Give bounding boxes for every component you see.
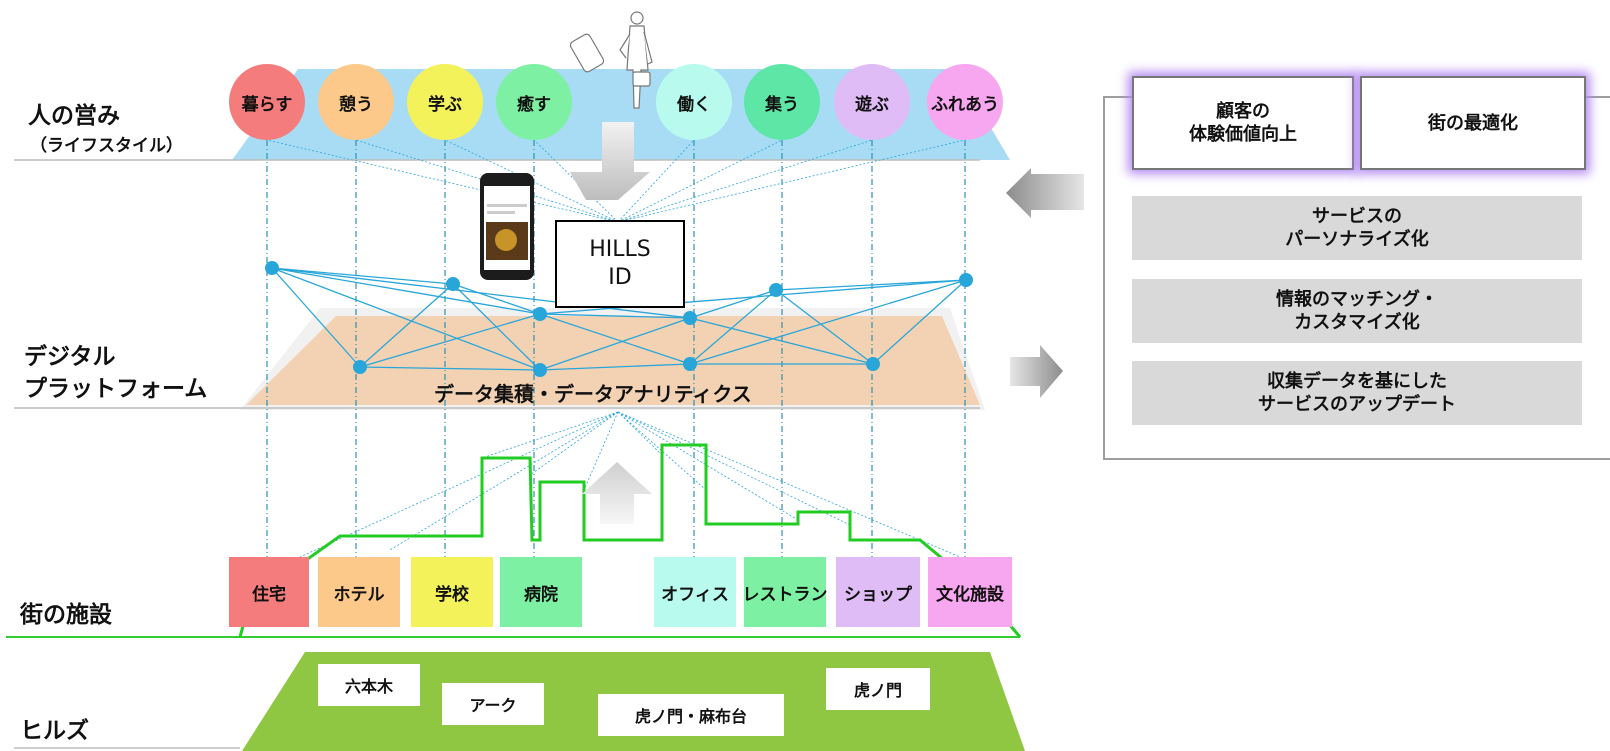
network-edge-6 (271, 267, 361, 368)
network-node-3 (533, 307, 547, 321)
fan-line-top-8 (617, 139, 966, 223)
city-skyline (238, 443, 1022, 638)
network-edge-3 (539, 313, 691, 319)
activity-bubble-5: 働く (656, 64, 732, 140)
platform-band (246, 316, 980, 405)
network-node-4 (683, 311, 697, 325)
network-node-9 (683, 357, 697, 371)
network-node-1 (265, 261, 279, 275)
network-edge-11 (359, 313, 541, 368)
fan-line-top-4 (533, 139, 619, 223)
arrow-left (1006, 168, 1084, 218)
hills-id-line2: ID (608, 265, 632, 290)
network-edge-2 (452, 283, 541, 315)
activity-bubble-1: 暮らす (229, 64, 305, 140)
network-edge-13 (539, 317, 691, 371)
facilities-layer-title: 街の施設 (20, 602, 112, 628)
activity-bubble-3: 学ぶ (407, 64, 483, 140)
network-node-6 (959, 273, 973, 287)
network-edge-20 (539, 363, 691, 371)
fan-line-top-5 (617, 139, 695, 223)
facility-box-6: レストラン (743, 557, 828, 627)
facility-box-5: オフィス (654, 557, 736, 627)
network-node-2 (446, 277, 460, 291)
smartphone-icon (480, 173, 534, 280)
facility-box-1: 住宅 (229, 557, 309, 627)
fan-line-bottom-2 (389, 411, 619, 551)
fan-line-top-6 (617, 139, 783, 223)
fan-line-bottom-6 (617, 411, 663, 456)
goal-customer-experience: 顧客の 体験価値向上 (1132, 76, 1354, 170)
network-edge-8 (271, 267, 541, 315)
person-with-phone-icon (569, 11, 653, 109)
arrow-right (1010, 345, 1063, 398)
facility-box-7: ショップ (836, 557, 920, 627)
network-edge-19 (359, 366, 541, 371)
facility-box-4: 病院 (500, 557, 582, 627)
network-edge-17 (689, 279, 967, 365)
network-node-5 (769, 283, 783, 297)
activity-bubble-4: 癒す (496, 64, 572, 140)
fan-line-top-7 (617, 139, 873, 223)
activity-bubble-6: 集う (744, 64, 820, 140)
effect-service-update: 収集データを基にした サービスのアップデート (1132, 361, 1582, 425)
hills-area-ark: アーク (442, 683, 544, 725)
facility-box-8: 文化施設 (928, 557, 1012, 627)
goal-city-optimization: 街の最適化 (1360, 76, 1586, 170)
network-node-7 (353, 360, 367, 374)
network-edge-16 (775, 289, 874, 365)
hills-layer-title: ヒルズ (20, 718, 89, 744)
network-edge-7 (271, 267, 541, 371)
down-arrow (570, 122, 650, 200)
activity-bubble-2: 憩う (318, 64, 394, 140)
activity-bubble-8: ふれあう (927, 64, 1003, 140)
fan-line-bottom-10 (617, 411, 961, 558)
fan-line-bottom-9 (617, 411, 851, 526)
network-edge-4 (689, 289, 777, 319)
network-edge-9 (359, 283, 454, 368)
network-edge-1 (271, 267, 454, 285)
hills-area-toranomon-azabudai: 虎ノ門・麻布台 (598, 694, 784, 736)
fan-line-bottom-4 (529, 411, 619, 476)
fan-line-bottom-3 (481, 411, 619, 459)
network-node-8 (533, 363, 547, 377)
up-arrow (582, 462, 652, 524)
data-analytics-label: データ集積・データアナリティクス (434, 382, 752, 406)
activity-bubble-7: 遊ぶ (834, 64, 910, 140)
fan-line-bottom-7 (617, 411, 707, 491)
outcome-panel-frame (1103, 96, 1610, 460)
network-edge-23 (539, 279, 967, 315)
hills-area-toranomon: 虎ノ門 (826, 668, 930, 710)
facility-box-2: ホテル (318, 557, 400, 627)
hills-id-line1: HILLS (589, 237, 651, 262)
network-node-10 (866, 357, 880, 371)
hills-id-box: HILLS ID (555, 220, 685, 308)
network-edge-12 (539, 313, 691, 365)
network-edge-14 (689, 317, 874, 365)
platform-layer-title-line2: プラットフォーム (24, 376, 208, 402)
fan-line-top-1 (266, 139, 619, 223)
network-edge-18 (872, 279, 967, 365)
platform-layer-title-line1: デジタル (24, 344, 116, 370)
lifestyle-layer-title: 人の営み (28, 103, 120, 129)
network-edge-22 (271, 267, 691, 319)
fan-line-bottom-8 (617, 411, 799, 521)
effect-matching-customization: 情報のマッチング・ カスタマイズ化 (1132, 279, 1582, 343)
lifestyle-layer-subtitle: （ライフスタイル） (30, 136, 183, 156)
network-edge-5 (775, 279, 967, 291)
effect-personalization: サービスの パーソナライズ化 (1132, 196, 1582, 260)
network-edge-15 (689, 289, 777, 365)
facility-box-3: 学校 (411, 557, 493, 627)
hills-area-roppongi: 六本木 (318, 664, 420, 706)
